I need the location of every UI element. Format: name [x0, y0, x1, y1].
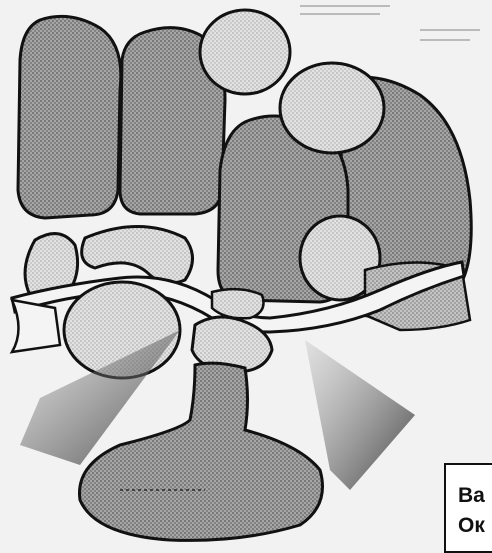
small-wedge: [212, 289, 264, 318]
left-tongue: [12, 300, 60, 352]
shade-fan-right: [305, 340, 415, 490]
crescent-left: [82, 227, 193, 284]
background-text-traces: [300, 6, 480, 40]
label-line-2: Ок: [458, 511, 492, 541]
label-box: Ва Ок: [444, 463, 492, 553]
label-line-1: Ва: [458, 481, 492, 511]
nodule-top: [200, 10, 290, 94]
nodule-upper-right: [280, 63, 384, 153]
block-left: [18, 16, 121, 218]
